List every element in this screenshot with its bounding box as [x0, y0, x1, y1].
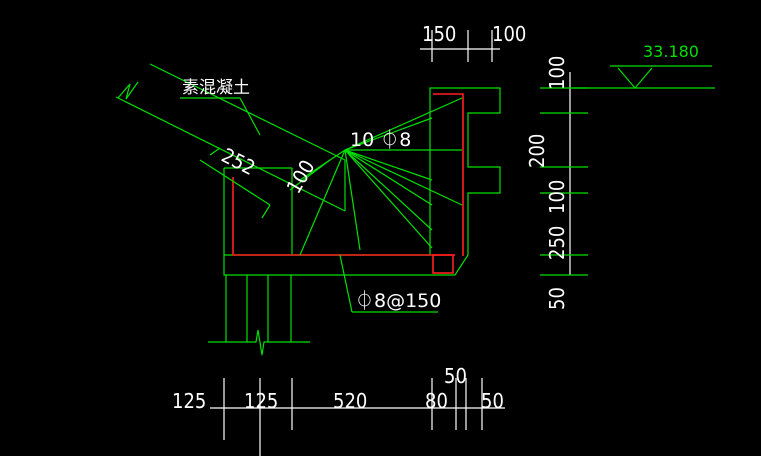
stirrup-leader [339, 254, 438, 313]
bottom-dim-50-a: 50 [444, 364, 467, 388]
bottom-dims [210, 378, 505, 456]
elevation-label: 33.180 [643, 42, 699, 61]
bottom-dim-520: 520 [333, 389, 367, 413]
top-rebar-label: 10 ⏀8 [350, 128, 411, 151]
top-dim-150: 150 [422, 22, 456, 46]
top-dims [420, 30, 500, 62]
bottom-dim-125-a: 125 [172, 389, 206, 413]
rebar [232, 93, 464, 274]
stirrup-label: ⏀8@150 [355, 289, 441, 312]
bottom-dim-50-b: 50 [481, 389, 504, 413]
slope-dims [199, 147, 331, 219]
right-dim-100-a: 100 [545, 56, 569, 90]
concrete-outline [208, 87, 501, 356]
slope-dim-100: 100 [282, 156, 320, 198]
right-dim-50: 50 [545, 287, 569, 310]
right-dims [540, 65, 715, 276]
right-dim-250: 250 [545, 226, 569, 260]
right-dim-200: 200 [525, 134, 549, 168]
bottom-dim-125-b: 125 [244, 389, 278, 413]
sloped-slab [115, 63, 346, 212]
rebar-leaders [299, 97, 463, 256]
top-dim-100: 100 [492, 22, 526, 46]
plain-concrete-label: 素混凝土 [182, 78, 250, 98]
bottom-dim-80: 80 [425, 389, 448, 413]
right-dim-100-b: 100 [545, 180, 569, 214]
